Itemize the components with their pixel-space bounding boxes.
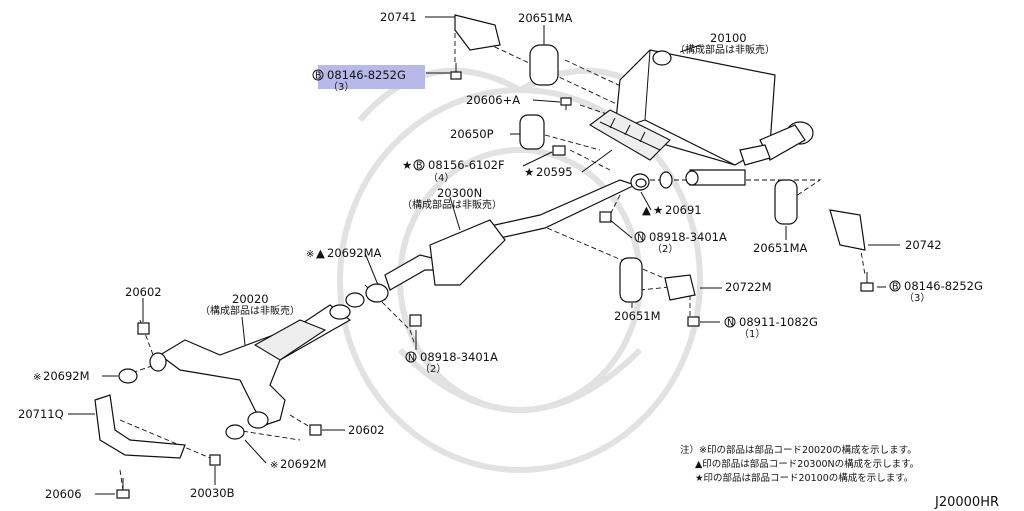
part-labels: 20741 20651MA 20100 （構成部品は非販売） B 08146-8… <box>18 10 983 501</box>
label-20100: 20100 <box>710 31 747 45</box>
label-bolt-08156-qty: （4） <box>428 172 454 184</box>
ref-star-20692MA: ※ <box>306 249 314 260</box>
legend-notes: 注）※印の部品は部品コード20020の構成を示します。 ▲印の部品は部品コード2… <box>680 444 919 484</box>
label-20030B: 20030B <box>190 486 235 500</box>
ref-star-20692M-left: ※ <box>33 372 41 383</box>
label-bolt-08156: 08156-6102F <box>428 158 505 172</box>
label-20650P: 20650P <box>450 127 494 141</box>
triangle-20691: ▲ <box>642 203 651 217</box>
label-20692M-bottom: 20692M <box>280 457 327 471</box>
label-20741: 20741 <box>380 10 417 24</box>
label-nut-08911-qty: （1） <box>739 328 765 340</box>
brackets <box>454 14 866 301</box>
label-20651MA-top: 20651MA <box>518 11 573 25</box>
label-20606A: 20606+A <box>466 93 520 107</box>
label-nut-08918-a: 08918-3401A <box>649 230 727 244</box>
label-20300N-note: （構成部品は非販売） <box>402 198 502 211</box>
label-20711Q: 20711Q <box>18 407 64 421</box>
label-nut-08918-b: 08918-3401A <box>420 350 498 364</box>
nut-mark-3401-b: N <box>408 353 415 364</box>
bolt-mark-top: B <box>315 71 322 82</box>
label-20020: 20020 <box>232 292 269 306</box>
rubber-mounts <box>519 44 798 303</box>
bolt-mark-right: B <box>892 282 899 293</box>
label-nut-08918-b-qty: （2） <box>420 363 446 375</box>
label-20300N: 20300N <box>437 186 482 200</box>
gaskets <box>118 178 647 440</box>
label-20692MA: 20692MA <box>327 246 382 260</box>
note-line-1: 注）※印の部品は部品コード20020の構成を示します。 <box>680 444 917 456</box>
ref-star-20692M-bottom: ※ <box>270 460 278 471</box>
label-20100-note: （構成部品は非販売） <box>675 43 775 56</box>
label-20692M-left: 20692M <box>43 369 90 383</box>
label-20602-top: 20602 <box>125 285 162 299</box>
heat-shield-20595 <box>589 109 671 161</box>
watermark-emblem <box>337 67 703 473</box>
label-bolt-08146-top-qty: （3） <box>328 81 354 93</box>
star-20595: ★ <box>524 165 534 179</box>
note-line-3: ★印の部品は部品コード20100の構成を示します。 <box>695 472 913 484</box>
label-nut-08911: 08911-1082G <box>739 315 818 329</box>
star-20100-bolt: ★ <box>402 158 412 172</box>
label-20595: 20595 <box>536 165 573 179</box>
label-20020-note: （構成部品は非販売） <box>200 304 300 317</box>
bolt-mark-6102: B <box>416 161 423 172</box>
note-line-2: ▲印の部品は部品コード20300Nの構成を示します。 <box>695 458 919 470</box>
label-20651M: 20651M <box>614 309 661 323</box>
label-bolt-08146-right-qty: （3） <box>904 292 930 304</box>
label-20651MA-right: 20651MA <box>753 241 808 255</box>
leader-lines <box>68 16 900 495</box>
main-muffler-20100 <box>614 49 814 186</box>
triangle-20692MA: ▲ <box>316 246 325 260</box>
label-nut-08918-a-qty: （2） <box>652 243 678 255</box>
label-bolt-08146-top: 08146-8252G <box>327 68 406 82</box>
label-20722M: 20722M <box>725 280 772 294</box>
bracket-20711Q <box>94 394 186 459</box>
nut-mark-1082: N <box>727 318 734 329</box>
label-20606: 20606 <box>45 487 82 501</box>
label-20691: 20691 <box>665 203 702 217</box>
diagram-code: J20000HR <box>934 495 999 510</box>
star-20691: ★ <box>653 203 663 217</box>
label-bolt-08146-right: 08146-8252G <box>904 279 983 293</box>
label-20742: 20742 <box>905 238 942 252</box>
fasteners <box>116 63 874 499</box>
nut-mark-3401-a: N <box>637 233 644 244</box>
highlight-bolt-label <box>318 65 425 89</box>
label-20602-bottom: 20602 <box>348 423 385 437</box>
front-tube-20020 <box>149 304 352 429</box>
